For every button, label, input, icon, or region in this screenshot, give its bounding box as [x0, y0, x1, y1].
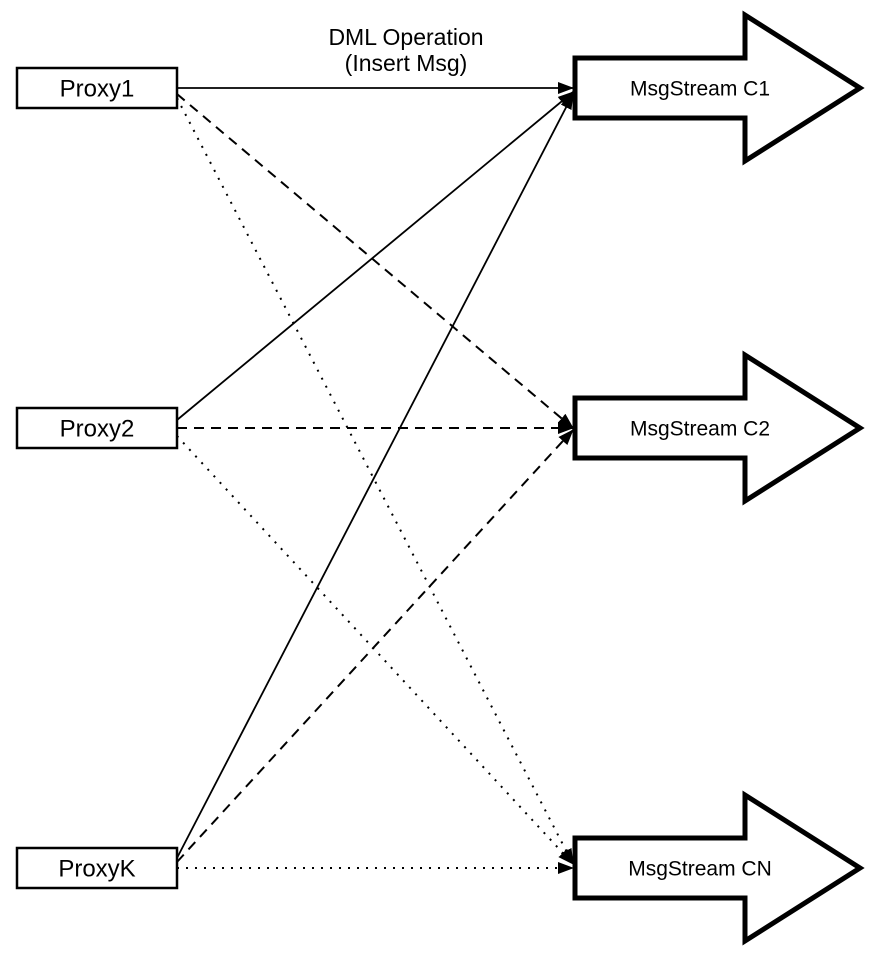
msgstream-c1-shape: [572, 10, 865, 166]
proxy1-box: [15, 66, 179, 110]
proxyk-label: ProxyK: [58, 856, 135, 883]
msgstream-c2-shape: [572, 350, 865, 506]
edge-proxy1-to-cn: [176, 97, 574, 865]
proxy2-box: [15, 406, 179, 450]
edge-proxy2-to-c1: [176, 91, 574, 421]
edge-proxyk-to-c2: [176, 429, 574, 863]
edge-proxy2-to-cn: [176, 435, 574, 865]
node-msgstream-c1: MsgStream C1: [572, 10, 865, 166]
msgstream-c1-label: MsgStream C1: [630, 78, 770, 101]
node-proxy1: Proxy1: [15, 66, 179, 110]
node-msgstream-c2: MsgStream C2: [572, 350, 865, 506]
node-proxy2: Proxy2: [15, 406, 179, 450]
proxy2-label: Proxy2: [60, 416, 135, 443]
diagram-title: DML Operation (Insert Msg): [328, 24, 483, 76]
diagram-title-line2: (Insert Msg): [345, 50, 468, 76]
node-proxyk: ProxyK: [15, 846, 179, 890]
edge-proxy1-to-c2: [176, 93, 574, 429]
edge-proxyk-to-c1: [176, 93, 574, 859]
node-msgstream-cn: MsgStream CN: [572, 790, 865, 946]
msgstream-cn-label: MsgStream CN: [628, 858, 772, 881]
proxy1-label: Proxy1: [60, 76, 135, 103]
msgstream-c2-label: MsgStream C2: [630, 418, 770, 441]
msgstream-cn-shape: [572, 790, 865, 946]
diagram-title-line1: DML Operation: [328, 24, 483, 50]
proxyk-box: [15, 846, 179, 890]
edges: [176, 82, 574, 874]
